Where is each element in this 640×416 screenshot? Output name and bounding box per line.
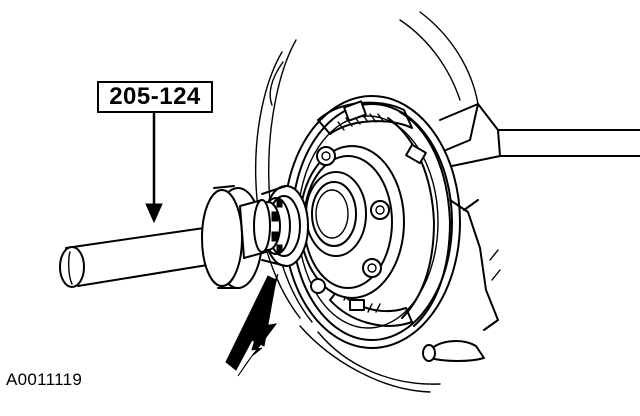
installation-direction-arrow <box>225 273 279 377</box>
brake-shoe-assembly <box>317 100 451 327</box>
axle-hub-bore <box>305 171 367 257</box>
figure-id-label: A0011119 <box>6 370 83 389</box>
flange-bolt <box>310 278 326 294</box>
backing-plate-outer-lines <box>255 11 479 393</box>
installer-tool <box>59 185 271 289</box>
flange-bolt <box>362 258 382 278</box>
tool-leader-arrow <box>145 111 163 224</box>
tool-number-callout: 205-124 <box>97 81 213 113</box>
flange-bolt <box>370 200 390 220</box>
tool-number-label: 205-124 <box>109 83 201 110</box>
axle-housing <box>422 103 640 362</box>
flange-bolt <box>316 146 336 166</box>
bearing-rollers <box>271 199 283 253</box>
